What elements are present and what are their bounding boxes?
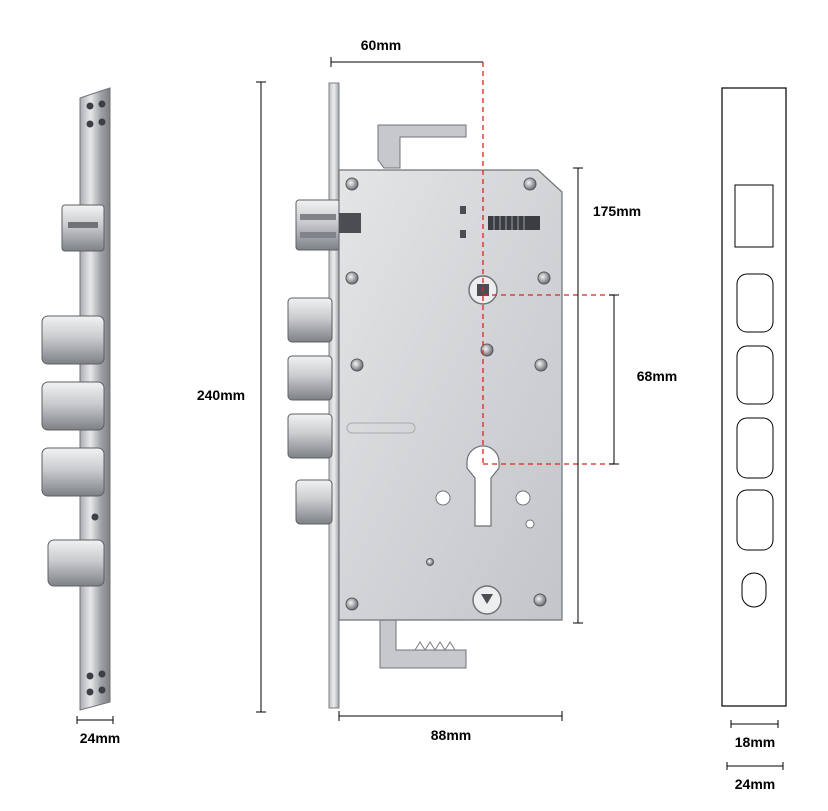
gear-window [488, 216, 540, 230]
strike-latch-opening [734, 184, 774, 248]
indicator-slot [460, 230, 466, 238]
backset-dimension: 60mm [330, 37, 483, 67]
center-guides [482, 62, 614, 465]
strike-plate [721, 87, 787, 707]
strike-outer-width-dimension: 24mm [726, 762, 784, 792]
strip-latch-slot [68, 222, 98, 228]
faceplate-width-label: 24mm [80, 730, 120, 746]
strip-screw-hole [86, 688, 94, 696]
case-screw [537, 271, 551, 285]
deadbolt [295, 479, 333, 525]
strip-screw-hole [86, 120, 94, 128]
lock-case [338, 169, 563, 621]
handle-height-dimension: 175mm [573, 167, 641, 624]
strip-bolt [41, 447, 105, 497]
strike-small-opening [741, 572, 767, 608]
case-emboss-bar [346, 422, 416, 434]
strike-outer-width-label: 24mm [735, 776, 775, 792]
faceplate-strip [41, 87, 111, 711]
strip-screw-hole [98, 118, 106, 126]
strike-bolt-opening [736, 489, 774, 551]
latch-window [339, 213, 361, 233]
strip-screw-hole [86, 672, 94, 680]
bottom-hook [379, 614, 467, 669]
case-hole [435, 490, 451, 506]
case-screw [345, 271, 359, 285]
case-screw [523, 177, 537, 191]
strike-bolt-opening [736, 417, 774, 479]
case-hole [515, 490, 531, 506]
handle-cylinder-dimension: 68mm [609, 294, 677, 465]
case-screw [426, 558, 434, 566]
strike-inner-width-label: 18mm [735, 734, 775, 750]
case-screw [534, 358, 548, 372]
strike-inner-width-dimension: 18mm [730, 720, 779, 750]
strip-screw-hole [98, 670, 106, 678]
handle-height-label: 175mm [593, 203, 641, 219]
case-screw [345, 177, 359, 191]
top-hook [377, 124, 467, 169]
strip-bolt [41, 381, 105, 431]
case-width-label: 88mm [431, 727, 471, 743]
case-width-dimension: 88mm [338, 711, 563, 743]
backset-label: 60mm [361, 37, 401, 53]
case-screw [480, 343, 494, 357]
strip-bolt [41, 315, 105, 365]
deadbolt [287, 413, 333, 459]
strike-bolt-opening [736, 273, 774, 333]
deadbolt [287, 297, 333, 343]
strip-bolt [47, 539, 105, 587]
strip-screw-hole [98, 686, 106, 694]
case-screw [345, 597, 359, 611]
case-screw [350, 358, 364, 372]
faceplate-width-dimension: 24mm [76, 716, 120, 746]
total-height-dimension: 240mm [197, 81, 266, 713]
strike-bolt-opening [736, 345, 774, 405]
total-height-label: 240mm [197, 387, 245, 403]
handle-cylinder-label: 68mm [637, 368, 677, 384]
deadbolt [287, 355, 333, 401]
latch-bolt [295, 199, 341, 251]
strip-screw-hole [98, 100, 106, 108]
strip-screw-hole [86, 102, 94, 110]
case-screw [533, 593, 547, 607]
strip-screw-hole [91, 513, 99, 521]
cylinder-cutout [466, 445, 500, 527]
case-hole [525, 519, 535, 529]
indicator-slot [460, 206, 466, 214]
